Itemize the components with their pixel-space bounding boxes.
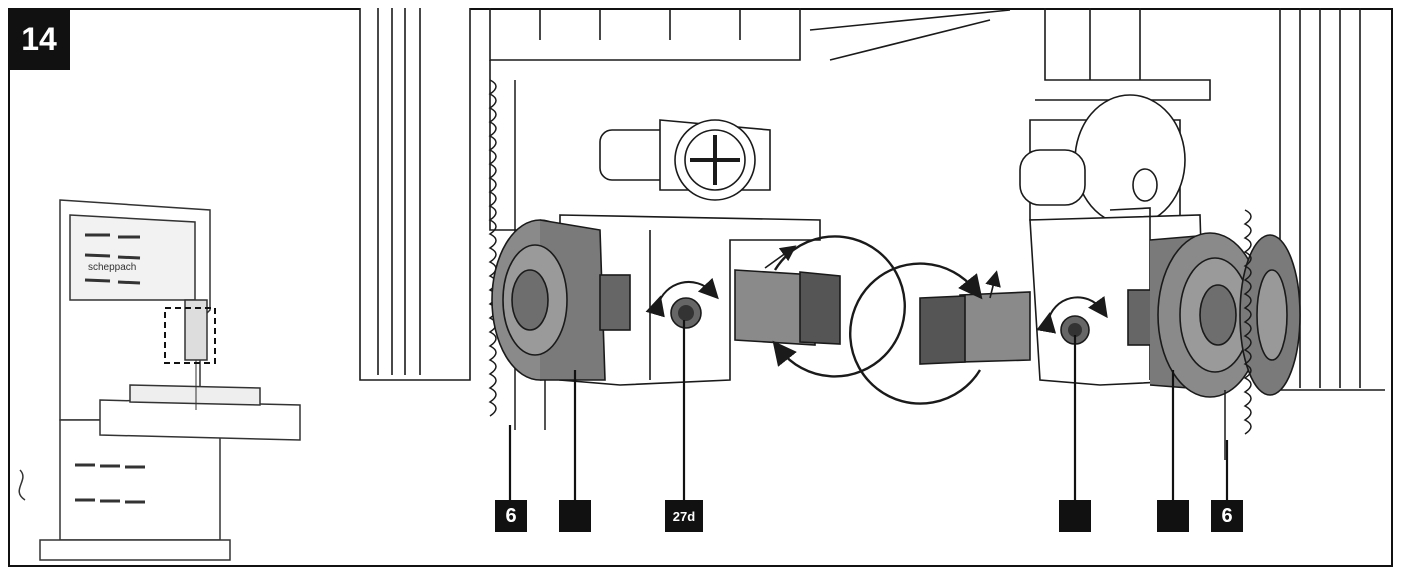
figure-frame [8,8,1393,567]
guide-bearing-left [491,219,631,381]
adjustment-knob-left [599,119,771,201]
eccentric-shaft-left [734,235,906,378]
band-saw-overview [18,199,301,561]
callout-leaders [508,320,1229,500]
screw-27d-left [645,277,719,329]
callout-blade-left: 6 [495,500,527,532]
guide-bearing-right [1127,232,1301,398]
figure-number: 14 [8,8,70,70]
callout-bearing-left [559,500,591,532]
callout-bearing-right [1157,500,1189,532]
machine-brand-text: scheppach [88,262,136,273]
blade-teeth-right [1224,209,1252,460]
callout-screw-27d: 27d [665,500,703,532]
left-guide-frame [359,8,1011,381]
callout-screw-right [1059,500,1091,532]
callout-blade-right: 6 [1211,500,1243,532]
detail-highlight-box [164,307,216,364]
screw-right [1036,296,1108,345]
eccentric-shaft-right [849,262,1031,405]
